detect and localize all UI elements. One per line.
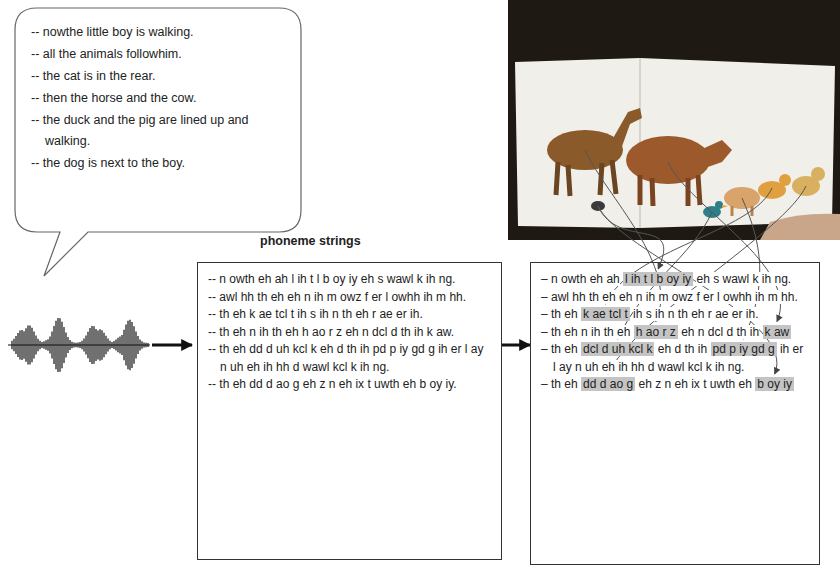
phoneme-text: eh d th ih (658, 342, 707, 356)
phoneme-text: eh s wawl k ih ng. (696, 272, 791, 286)
utterance-text: -- the cat is in the rear. (31, 66, 289, 87)
phoneme-line: – th ehdd d ao geh z n eh ix t uwth eh b … (541, 376, 809, 394)
phoneme-text: – n owth eh ah (541, 272, 620, 286)
phoneme-text: eh n dcl d th ih (681, 325, 759, 339)
dog-head (811, 167, 825, 181)
phoneme-text: – th eh n ih th eh (541, 325, 630, 339)
phoneme-text: -- n owth eh ah l ih t l b oy iy eh s wa… (208, 271, 491, 289)
phoneme-box: -- n owth eh ah l ih t l b oy iy eh s wa… (197, 262, 502, 560)
text-wrap: – n owth eh ahl ih t l b oy iyeh s wawl … (541, 271, 809, 394)
photo-background (508, 0, 840, 240)
phoneme-text: -- th eh dd d ao g eh z n eh ix t uwth e… (208, 376, 491, 394)
waveform-arrow (152, 344, 192, 347)
cow-legs (640, 175, 700, 206)
book-page (515, 58, 835, 228)
phoneme-text: – th eh (541, 377, 578, 391)
phoneme-box: – n owth eh ahl ih t l b oy iyeh s wawl … (530, 262, 820, 565)
phoneme-line: – th ehdcl d uh kcl k eh d th ih pd p iy g… (541, 341, 809, 376)
highlighted-word: k aw (763, 325, 792, 339)
phoneme-text: – awl hh th eh eh n ih m owz f er l owhh… (541, 290, 798, 304)
phoneme-text: -- th eh k ae tcl t ih s ih n th eh r ae… (208, 306, 491, 324)
highlighted-word: k ae tcl t (581, 307, 630, 321)
flow-arrow (502, 344, 530, 347)
phoneme-text: eh z n eh ix t uwth eh (638, 377, 751, 391)
hand (760, 214, 840, 240)
utterance-text: -- all the animals followhim. (31, 44, 289, 65)
horse-legs (556, 160, 616, 196)
phoneme-text: ih s ih n th eh r ae er ih. (633, 307, 758, 321)
highlighted-word: dd d ao g (581, 377, 635, 391)
highlighted-word: dcl d uh kcl k (581, 342, 654, 356)
section-label: phoneme strings (258, 234, 363, 248)
phoneme-line: – awl hh th eh eh n ih m owz f er l owhh… (541, 289, 809, 307)
phoneme-line: – th ehk ae tcl tih s ih n th eh r ae er… (541, 306, 809, 324)
highlighted-word: h ao r z (634, 325, 678, 339)
text-wrap: -- nowthe little boy is walking.-- all t… (31, 22, 289, 174)
phoneme-text: -- awl hh th eh eh n ih m owz f er l owh… (208, 289, 491, 307)
utterance-text: -- the dog is next to the boy. (31, 153, 289, 174)
phoneme-text: – th eh (541, 342, 578, 356)
phoneme-text: – th eh (541, 307, 578, 321)
photo (508, 0, 840, 240)
phoneme-text: -- th eh dd d uh kcl k eh d th ih pd p i… (208, 341, 491, 376)
phoneme-line: – th eh n ih th eh h ao r zeh n dcl d th … (541, 324, 809, 342)
highlighted-word: l ih t l b oy iy (623, 272, 693, 286)
duck-beak (722, 205, 728, 208)
utterance-text: -- nowthe little boy is walking. (31, 22, 289, 43)
highlighted-word: pd p iy gd g (711, 342, 777, 356)
highlighted-word: b oy iy (755, 377, 794, 391)
phoneme-line: – n owth eh ahl ih t l b oy iyeh s wawl … (541, 271, 809, 289)
speech-waveform (8, 318, 150, 372)
utterance-text: -- the duck and the pig are lined up and… (31, 110, 289, 152)
speech-bubble: -- nowthe little boy is walking.-- all t… (15, 8, 301, 232)
cow-head (700, 140, 732, 168)
phoneme-text: -- th eh n ih th eh h ao r z eh n dcl d … (208, 324, 491, 342)
duck-head (715, 201, 723, 209)
utterance-text: -- then the horse and the cow. (31, 88, 289, 109)
text-wrap: -- n owth eh ah l ih t l b oy iy eh s wa… (208, 271, 491, 394)
pointer-arrow (598, 206, 664, 269)
cat-head (779, 174, 791, 186)
